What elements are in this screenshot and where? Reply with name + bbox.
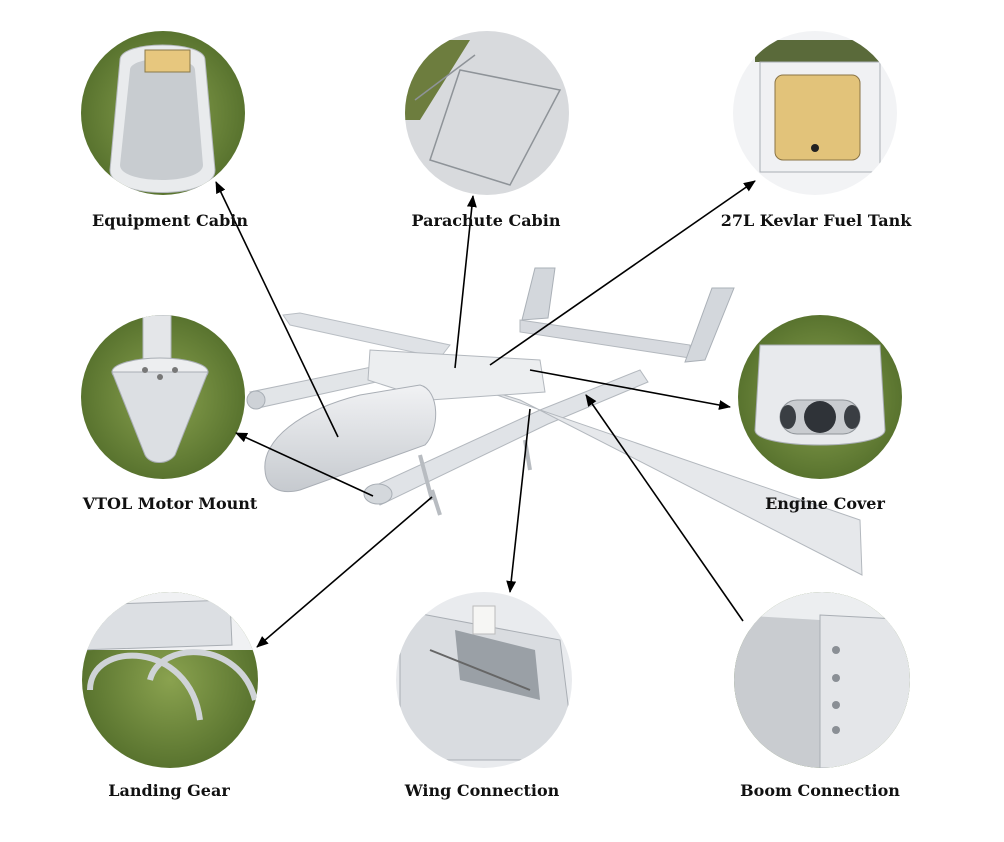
label-engine-cover: Engine Cover	[765, 494, 885, 513]
label-boom-connection: Boom Connection	[740, 781, 900, 800]
boom-connection-photo	[734, 592, 910, 768]
label-wing-connection: Wing Connection	[404, 781, 560, 800]
landing-gear-photo	[82, 592, 258, 768]
arrow-landing-gear	[256, 496, 433, 648]
label-equipment-cabin: Equipment Cabin	[92, 211, 248, 230]
label-parachute-cabin: Parachute Cabin	[411, 211, 561, 230]
arrow-parachute-cabin	[454, 195, 477, 369]
fuel-tank-photo	[733, 31, 897, 195]
label-fuel-tank: 27L Kevlar Fuel Tank	[720, 211, 912, 230]
arrow-equipment-cabin	[215, 181, 339, 438]
label-vtol-motor-mount: VTOL Motor Mount	[82, 494, 258, 513]
arrow-vtol-motor-mount	[235, 432, 374, 497]
vtol-motor-mount-photo	[81, 315, 245, 479]
wing-connection-photo	[396, 592, 572, 768]
drone-illustration	[246, 267, 863, 576]
arrow-boom-connection	[585, 394, 744, 622]
arrow-wing-connection	[506, 408, 531, 593]
pointer-arrows	[215, 180, 756, 648]
label-landing-gear: Landing Gear	[108, 781, 230, 800]
parachute-cabin-photo	[405, 31, 569, 195]
engine-cover-photo	[738, 315, 902, 479]
equipment-cabin-photo	[81, 31, 245, 195]
arrow-fuel-tank	[489, 180, 756, 366]
arrow-engine-cover	[529, 369, 731, 410]
